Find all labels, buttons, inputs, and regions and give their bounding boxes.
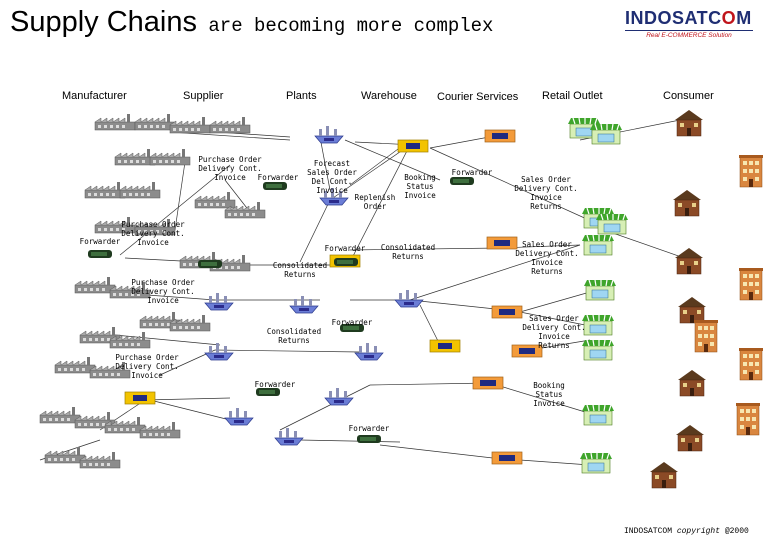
title-subtitle: are becoming more complex [197,15,494,37]
indosatcom-logo: INDOSATCOM Real E-COMMERCE Solution [625,8,753,39]
label-consolidated-1: Consolidated Returns [272,261,328,279]
label-booking-1: Booking Status Invoice [404,173,436,200]
label-forwarder-1: Forwarder [257,173,299,182]
label-forwarder-7: Forwarder [348,424,390,433]
column-header-consumer: Consumer [663,90,714,102]
column-header-plants: Plants [286,90,317,102]
label-forwarder-2: Forwarder [451,168,493,177]
label-forwarder-5: Forwarder [331,318,373,327]
label-sales-order-1: Sales Order Delivery Cont. Invoice Retur… [514,175,578,211]
label-consolidated-3: Consolidated Returns [266,327,322,345]
column-header-supplier: Supplier [183,90,224,102]
column-header-manufacturer: Manufacturer [62,90,127,102]
label-forwarder-6: Forwarder [254,380,296,389]
label-sales-order-2: Sales Order Delivery Cont. Invoice Retur… [515,240,579,276]
column-header-courier: Courier Services [437,91,519,103]
label-sales-order-3: Sales Order Delivery Cont. Invoice Retur… [522,314,586,350]
label-forwarder-4: Forwarder [324,244,366,253]
label-booking-2: Booking Status Invoice [533,381,565,408]
label-purchase-order-2: Purchase Order Delivery Cont. Invoice [121,220,185,247]
consumer-icons [649,109,764,489]
label-forwarder-3: Forwarder [79,237,121,246]
label-consolidated-2: Consolidated Returns [380,243,436,261]
copyright-notice: INDOSATCOM copyright @2000 [624,527,749,536]
title-main: Supply Chains [10,6,197,38]
column-header-retail: Retail Outlet [542,90,603,102]
label-replenish: Replenish Order [354,193,396,211]
label-purchase-order-4: Purchase Order Delivery Cont. Invoice [115,353,179,380]
label-forecast: Forecast Sales Order Del Cont. Invoice [307,159,357,195]
page-title: Supply Chains are becoming more complex [10,6,493,39]
label-purchase-order-1: Purchase Order Delivery Cont. Invoice [198,155,262,182]
column-header-warehouse: Warehouse [361,90,417,102]
label-purchase-order-3: Purchase Order Delivery Cont. Invoice [131,278,195,305]
